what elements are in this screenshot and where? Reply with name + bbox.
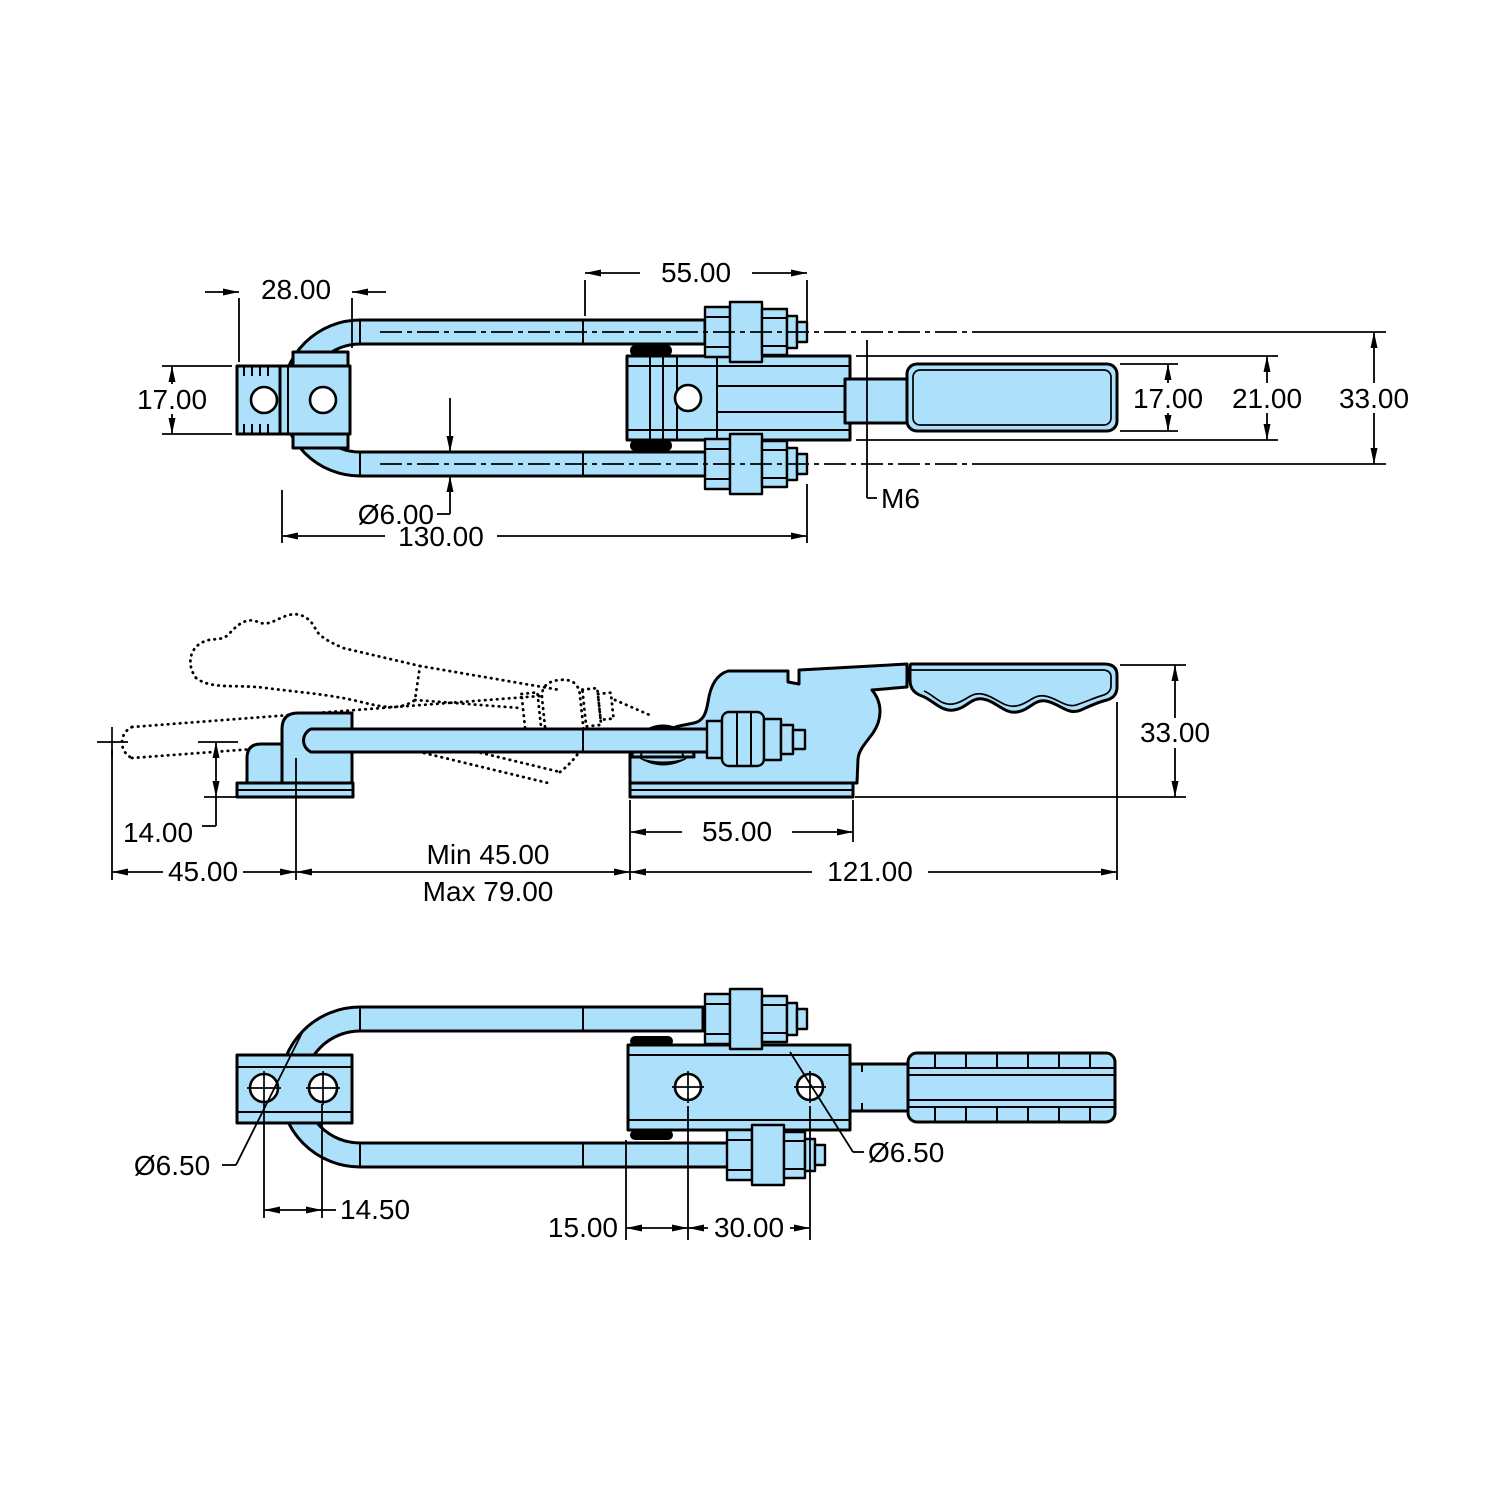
clamp-body-bottom — [626, 1036, 852, 1140]
side-view-dimensions: 14.00 45.00 Min 45.00 Max 79.00 55.00 12… — [111, 664, 1210, 907]
dim-55-base: 55.00 — [702, 816, 772, 847]
handle — [843, 362, 1119, 433]
dim-15: 15.00 — [548, 1212, 618, 1243]
bracket-hole — [249, 385, 279, 415]
bracket-hole — [308, 385, 338, 415]
bottom-view-dimensions: Ø6.50 Ø6.50 14.50 15.00 30.00 — [134, 1030, 944, 1243]
dim-28: 28.00 — [261, 274, 331, 305]
dim-21: 21.00 — [1232, 383, 1302, 414]
open-position-phantom — [97, 612, 654, 785]
dim-14: 14.00 — [123, 817, 193, 848]
dim-33-span: 33.00 — [1339, 383, 1409, 414]
dim-17-grip: 17.00 — [1133, 383, 1203, 414]
nut-assembly-bottom-bottom-rod — [725, 1123, 827, 1187]
pivot-hole — [673, 383, 703, 413]
dim-33-side: 33.00 — [1140, 717, 1210, 748]
body-cap — [630, 1036, 673, 1046]
handle-grip-bottom — [906, 1051, 1117, 1124]
u-bolt-bottom-details — [359, 1007, 584, 1167]
adjusting-nut — [705, 710, 807, 768]
dim-30: 30.00 — [714, 1212, 784, 1243]
dim-thread: M6 — [881, 483, 920, 514]
dim-hole-dia-left: Ø6.50 — [134, 1150, 210, 1181]
body-cap — [630, 440, 672, 451]
body-cap — [630, 1130, 673, 1140]
dim-55: 55.00 — [661, 257, 731, 288]
dim-rod-diameter: Ø6.00 — [358, 499, 434, 530]
dim-1450: 14.50 — [340, 1194, 410, 1225]
latch-rod — [302, 727, 728, 754]
dim-130: 130.00 — [398, 521, 484, 552]
grip-knurl — [934, 1053, 1091, 1122]
latch-bracket-bottom — [235, 1053, 354, 1125]
catch-bracket — [235, 711, 355, 799]
phantom-grip — [188, 612, 422, 709]
top-view-dimensions: 28.00 55.00 17.00 Ø6.00 130.00 — [137, 257, 1409, 552]
dim-45: 45.00 — [168, 856, 238, 887]
latch-bracket — [235, 350, 352, 450]
dim-travel-max: Max 79.00 — [423, 876, 554, 907]
top-view: 28.00 55.00 17.00 Ø6.00 130.00 — [137, 257, 1409, 552]
clamp-body — [625, 345, 852, 451]
handle-bottom — [848, 1051, 1117, 1124]
dim-17-left: 17.00 — [137, 384, 207, 415]
body-cap — [630, 345, 672, 356]
dim-hole-dia-right: Ø6.50 — [868, 1137, 944, 1168]
handle-grip-side — [908, 662, 1119, 714]
dim-121: 121.00 — [827, 856, 913, 887]
handle-grip — [905, 362, 1119, 433]
pivot-shadow — [637, 757, 690, 766]
phantom-nut — [520, 678, 615, 736]
side-view: 14.00 45.00 Min 45.00 Max 79.00 55.00 12… — [97, 612, 1210, 907]
dim-travel-min: Min 45.00 — [427, 839, 550, 870]
bottom-view: Ø6.50 Ø6.50 14.50 15.00 30.00 — [134, 987, 1117, 1243]
nut-assembly-bottom-top-rod — [703, 987, 809, 1051]
